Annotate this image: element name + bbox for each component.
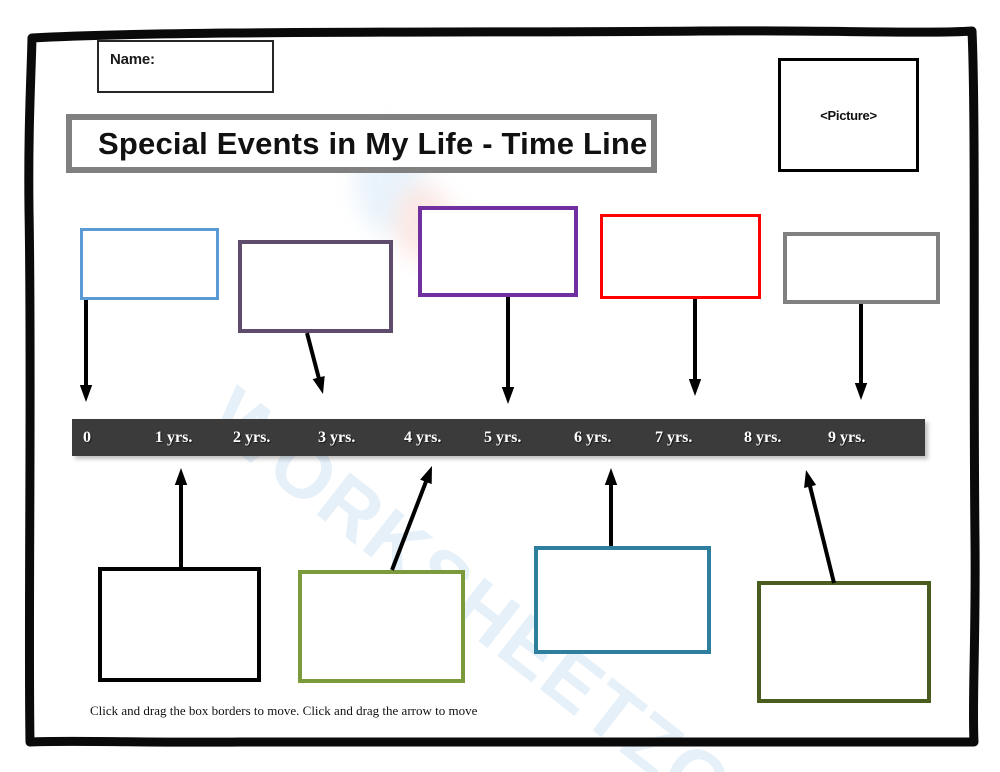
event-box-bottom-3[interactable] [534, 546, 711, 654]
timeline-tick-8: 8 yrs. [744, 428, 782, 446]
arrow-top-2[interactable] [305, 332, 325, 394]
arrow-top-3[interactable] [501, 297, 515, 404]
timeline-tick-4: 4 yrs. [404, 428, 442, 446]
event-box-top-5[interactable] [783, 232, 940, 304]
event-box-bottom-2[interactable] [298, 570, 465, 683]
arrow-bottom-1[interactable] [174, 468, 188, 567]
timeline-tick-0: 0 [83, 428, 91, 446]
timeline-tick-1: 1 yrs. [155, 428, 193, 446]
name-field-box[interactable]: Name: [97, 40, 274, 93]
event-box-top-1[interactable] [80, 228, 219, 300]
event-box-top-4[interactable] [600, 214, 761, 299]
title-banner: Special Events in My Life - Time Line [66, 114, 657, 173]
event-box-bottom-4[interactable] [757, 581, 931, 703]
arrow-bottom-2[interactable] [390, 466, 432, 571]
event-box-top-3[interactable] [418, 206, 578, 297]
event-box-bottom-1[interactable] [98, 567, 261, 682]
picture-placeholder-label: <Picture> [820, 107, 877, 123]
timeline-bar: 0 1 yrs. 2 yrs. 3 yrs. 4 yrs. 5 yrs. 6 yrs. 7 y… [72, 419, 925, 456]
timeline-tick-5: 5 yrs. [484, 428, 522, 446]
instructions-text: Click and drag the box borders to move. … [90, 703, 478, 718]
timeline-tick-9: 9 yrs. [828, 428, 866, 446]
timeline-tick-6: 6 yrs. [574, 428, 612, 446]
arrow-bottom-4[interactable] [804, 470, 836, 584]
timeline-tick-2: 2 yrs. [233, 428, 271, 446]
picture-placeholder-box[interactable]: <Picture> [778, 58, 919, 172]
timeline-tick-7: 7 yrs. [655, 428, 693, 446]
arrow-top-4[interactable] [688, 299, 702, 396]
page-title: Special Events in My Life - Time Line [98, 125, 648, 161]
arrow-bottom-3[interactable] [604, 468, 618, 546]
event-box-top-2[interactable] [238, 240, 393, 333]
arrow-top-1[interactable] [79, 300, 93, 402]
arrow-top-5[interactable] [854, 304, 868, 400]
name-label: Name: [110, 51, 155, 68]
timeline-tick-3: 3 yrs. [318, 428, 356, 446]
